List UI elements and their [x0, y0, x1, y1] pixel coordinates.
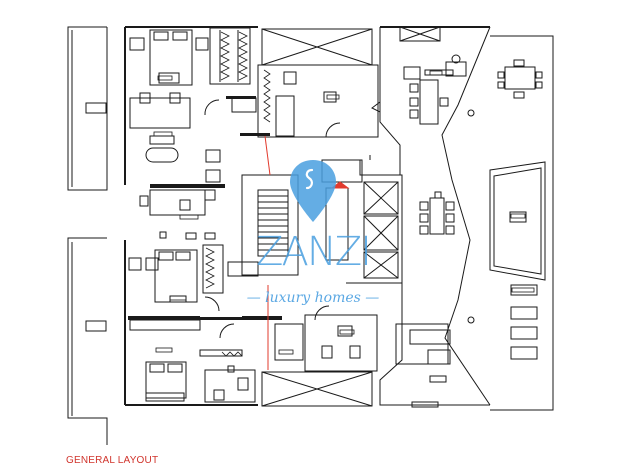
left-balcony-top — [67, 26, 108, 191]
watermark — [290, 160, 336, 222]
solid-walls — [128, 96, 282, 320]
plan-caption: GENERAL LAYOUT — [66, 455, 159, 466]
brand-name: ZANZI — [256, 229, 372, 275]
wardrobes — [205, 31, 271, 357]
left-balcony-bottom — [67, 237, 108, 445]
brand-tagline: — luxury homes — — [246, 290, 380, 306]
bedroom-1 — [129, 27, 251, 86]
closet-block — [139, 189, 216, 240]
right-terrace — [489, 35, 554, 411]
map-pin-icon — [290, 160, 336, 222]
bottom-center-rooms — [261, 305, 378, 407]
top-center-rooms — [231, 28, 381, 138]
room-labels — [153, 70, 535, 355]
living-area — [379, 26, 491, 408]
bathroom-1 — [129, 92, 221, 183]
bedroom-3 — [129, 319, 256, 403]
red-axis-lines — [264, 135, 350, 370]
